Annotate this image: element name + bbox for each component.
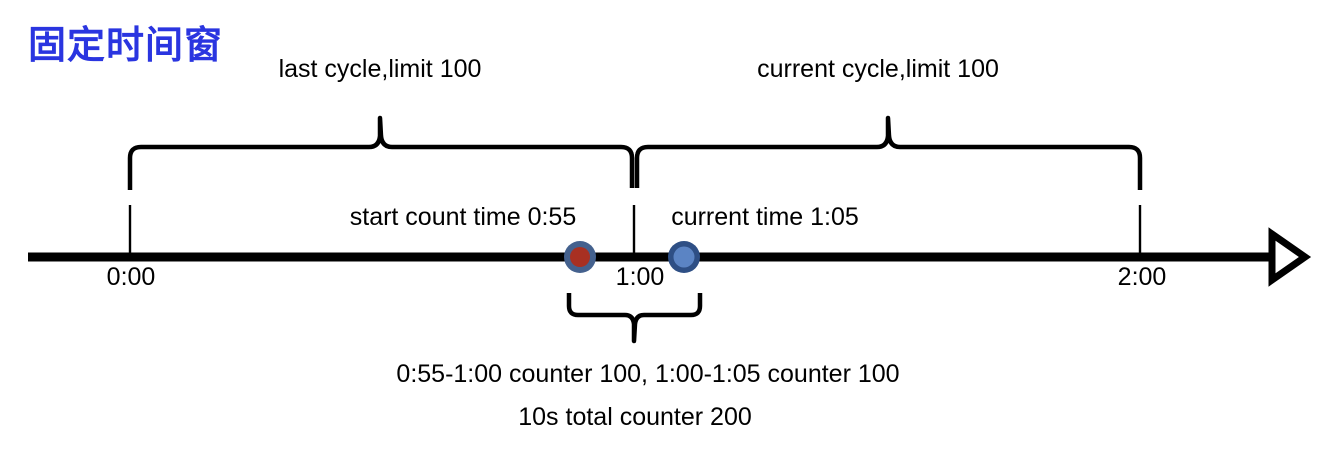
axis-arrowhead-icon (1268, 227, 1312, 287)
counter-window-brace (566, 293, 703, 344)
total-counter-label: 10s total counter 200 (518, 403, 752, 431)
start-count-marker[interactable] (564, 241, 596, 273)
tick-label-0-00: 0:00 (106, 263, 156, 291)
current-cycle-label: current cycle,limit 100 (757, 55, 999, 83)
tick-label-2-00: 2:00 (1117, 263, 1167, 291)
tick-label-1-00: 1:00 (615, 263, 665, 291)
start-count-time-label: start count time 0:55 (349, 203, 577, 231)
current-cycle-brace (634, 115, 1143, 190)
current-time-marker[interactable] (668, 241, 700, 273)
last-cycle-brace (127, 115, 635, 190)
current-time-label: current time 1:05 (671, 203, 859, 231)
last-cycle-label: last cycle,limit 100 (278, 55, 482, 83)
page-title: 固定时间窗 (28, 25, 224, 67)
counters-summary-label: 0:55-1:00 counter 100, 1:00-1:05 counter… (396, 360, 900, 388)
